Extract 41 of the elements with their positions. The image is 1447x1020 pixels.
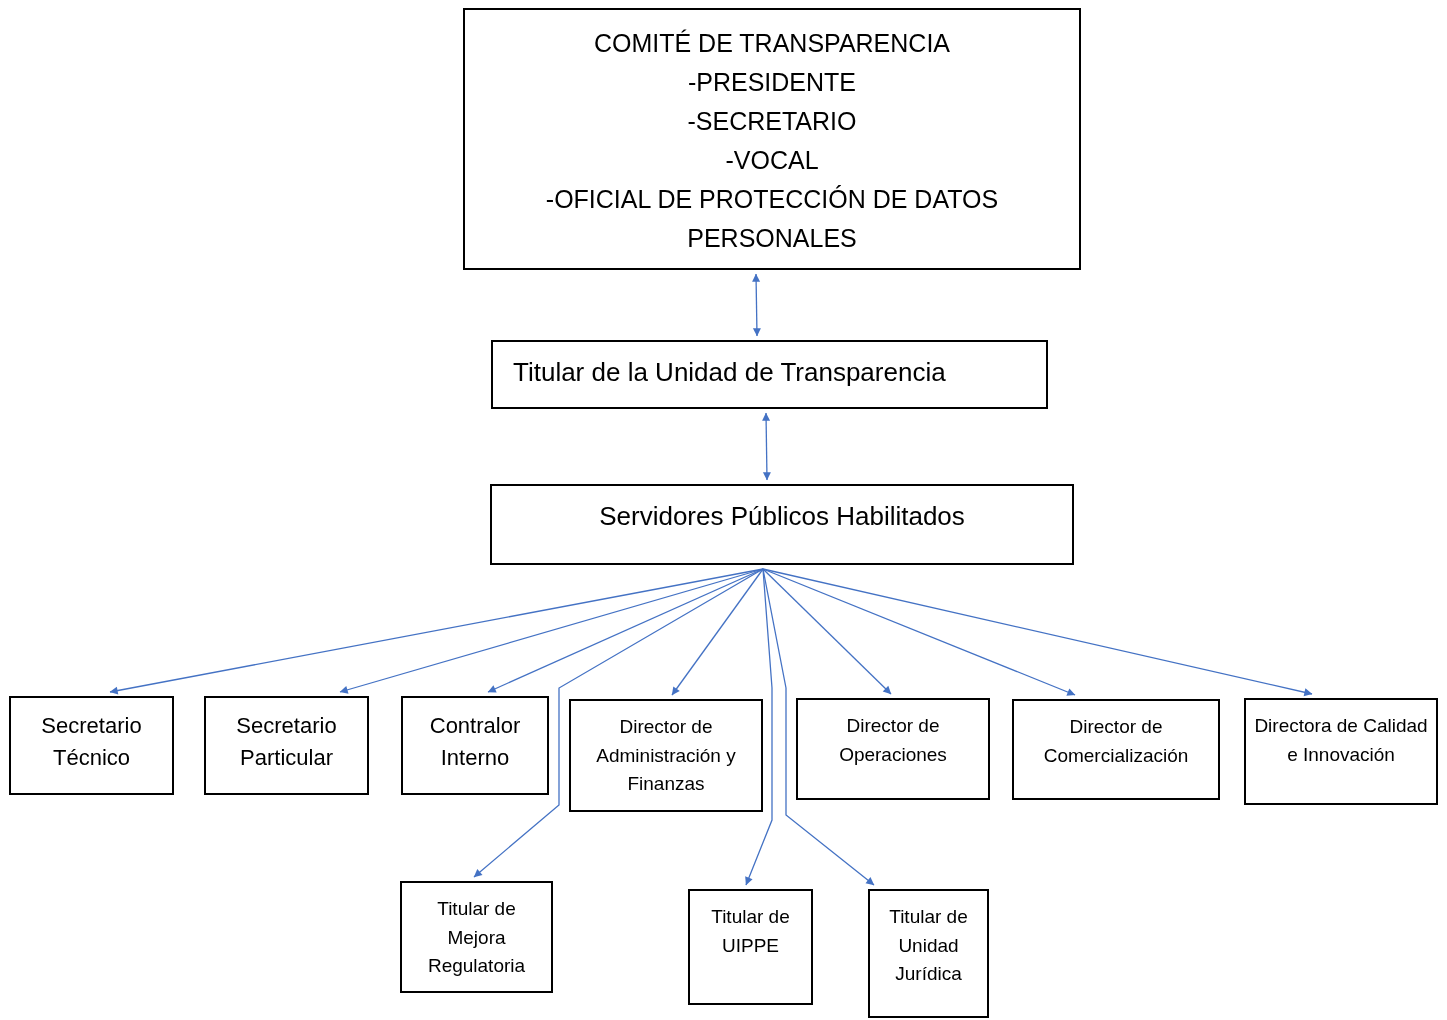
org-box xyxy=(569,699,763,812)
box-text: Director de Operaciones xyxy=(838,714,948,767)
box-text: Servidores Públicos Habilitados xyxy=(599,500,965,533)
org-box xyxy=(463,8,1081,270)
connector-arrow xyxy=(473,568,764,878)
org-box xyxy=(1244,698,1438,805)
box-text: Director de Administración y Finanzas xyxy=(595,715,737,796)
org-box xyxy=(490,484,1074,565)
org-box xyxy=(204,696,369,795)
box-text: Secretario Técnico xyxy=(40,712,143,772)
connector-arrow xyxy=(752,273,761,337)
box-text: Contralor Interno xyxy=(428,712,522,772)
connector-arrow xyxy=(762,412,771,481)
org-box xyxy=(401,696,549,795)
box-text: Titular de Unidad Jurídica xyxy=(888,905,969,986)
box-text: Titular de Mejora Regulatoria xyxy=(426,897,527,978)
connector-arrow xyxy=(762,568,875,886)
org-box xyxy=(400,881,553,993)
box-text: -OFICIAL DE PROTECCIÓN DE DATOS PERSONALES xyxy=(544,184,1000,254)
org-box xyxy=(491,340,1048,409)
box-text: Secretario Particular xyxy=(235,712,338,772)
box-text: -SECRETARIO xyxy=(687,106,857,137)
box-text: -VOCAL xyxy=(725,145,819,176)
connector-arrow xyxy=(762,568,1076,696)
connector-arrow xyxy=(762,568,1313,697)
box-text: -PRESIDENTE xyxy=(687,67,857,98)
box-text: Director de Comercialización xyxy=(1042,715,1190,768)
box-text: Directora de Calidad e Innovación xyxy=(1253,714,1429,767)
connector-arrow xyxy=(762,568,892,695)
box-text: Titular de UIPPE xyxy=(710,905,791,958)
connector-arrow xyxy=(339,568,764,694)
org-box xyxy=(796,698,990,800)
connector-arrow xyxy=(487,568,764,693)
org-box xyxy=(1012,699,1220,800)
connector-arrow xyxy=(745,568,773,886)
connector-arrow xyxy=(671,568,764,696)
box-text: COMITÉ DE TRANSPARENCIA xyxy=(593,28,951,59)
org-box xyxy=(868,889,989,1018)
box-text: Titular de la Unidad de Transparencia xyxy=(513,356,946,389)
org-box xyxy=(9,696,174,795)
org-box xyxy=(688,889,813,1005)
